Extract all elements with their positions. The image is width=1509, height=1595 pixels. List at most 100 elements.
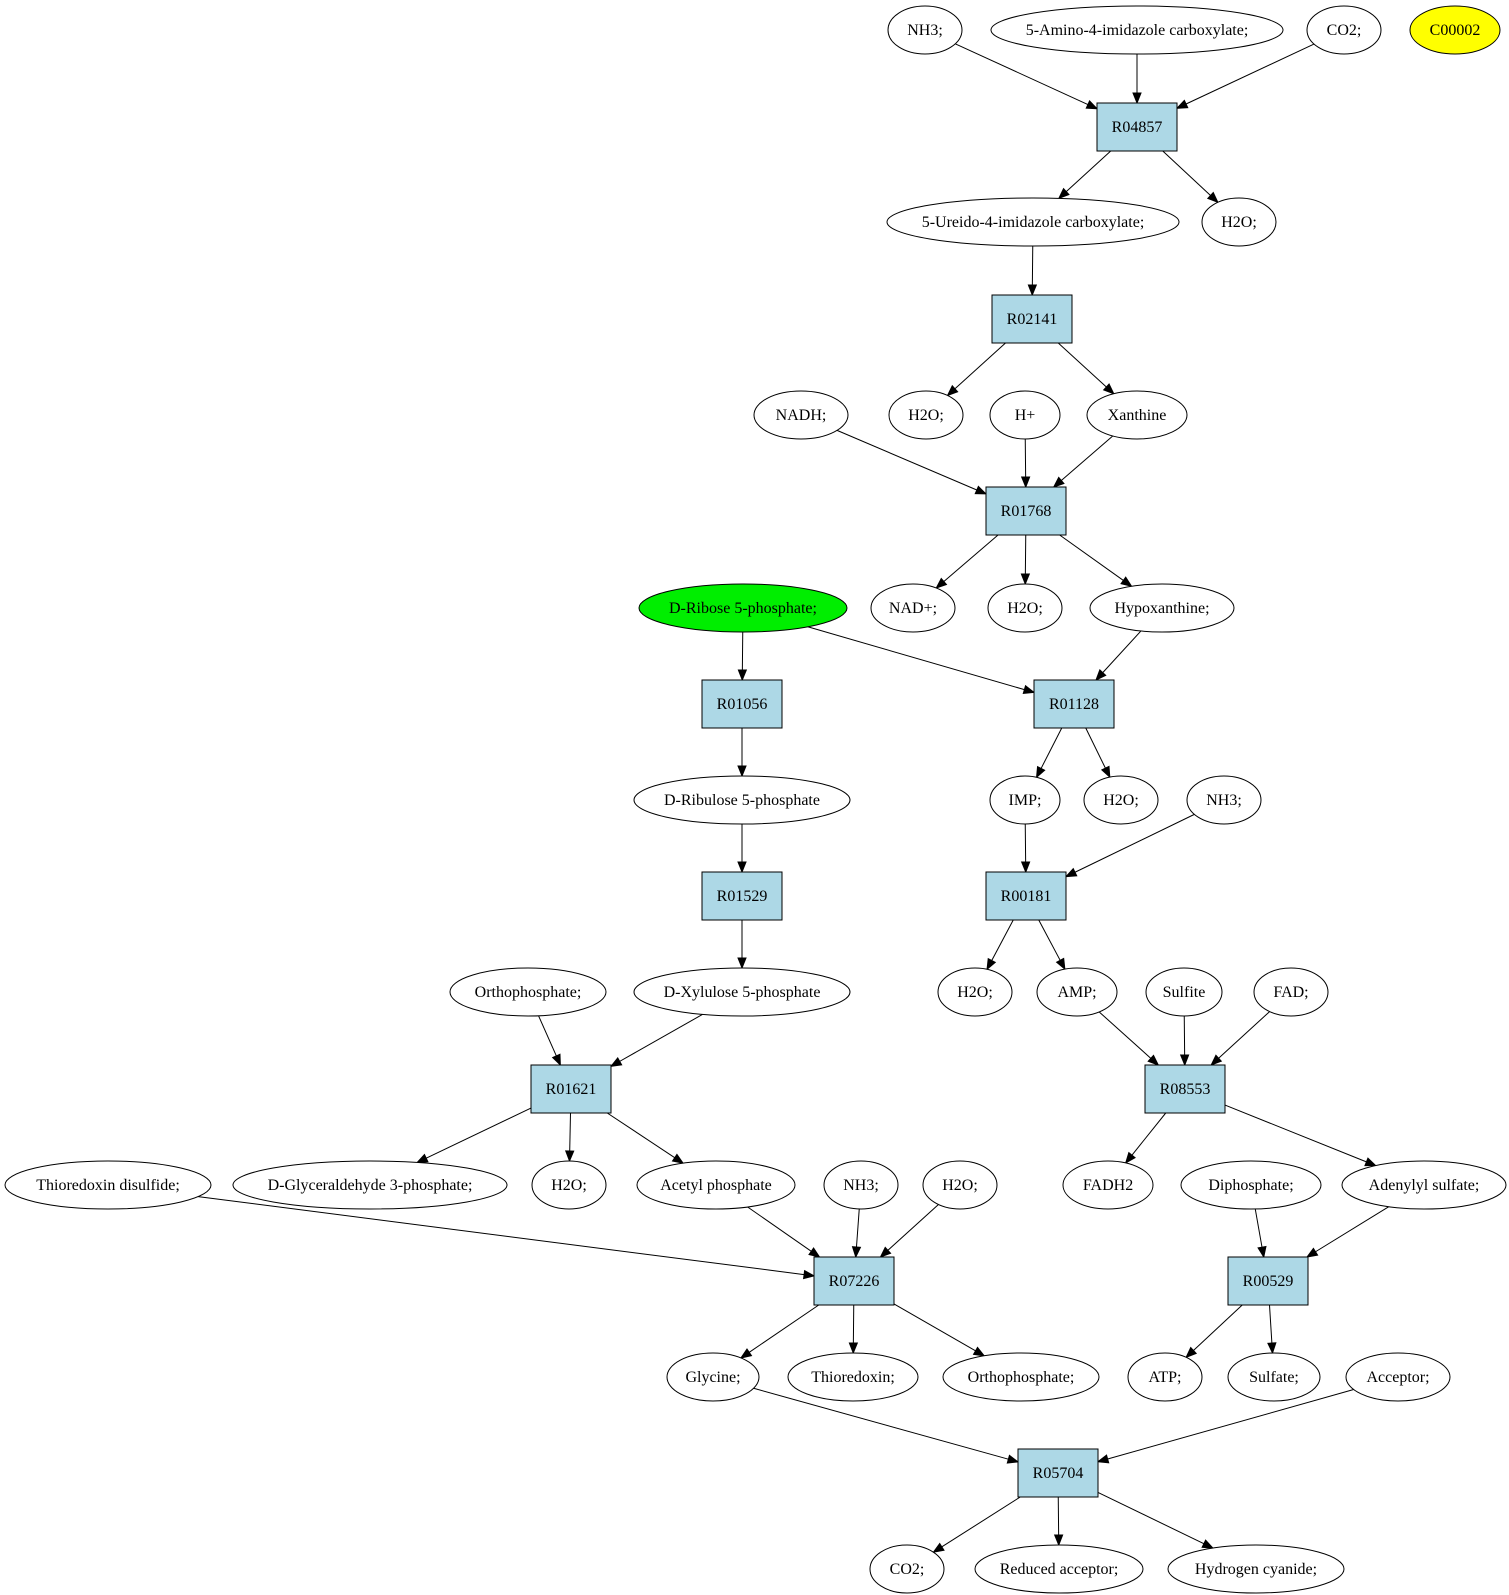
reaction-node-r01768[interactable]: R01768 xyxy=(985,486,1067,536)
edge-line xyxy=(1057,342,1107,388)
reaction-node-r04857[interactable]: R04857 xyxy=(1096,102,1178,152)
compound-node-orthophosphate_2[interactable]: Orthophosphate; xyxy=(942,1352,1100,1402)
arrowhead-icon xyxy=(1020,573,1031,586)
arrowhead-icon xyxy=(737,861,747,874)
compound-ellipse xyxy=(989,775,1061,825)
arrowhead-icon xyxy=(739,1348,753,1359)
reaction-node-r01056[interactable]: R01056 xyxy=(701,679,783,729)
compound-ellipse xyxy=(531,1160,607,1210)
reaction-node-r01621[interactable]: R01621 xyxy=(530,1064,612,1114)
compound-node-acceptor[interactable]: Acceptor; xyxy=(1345,1352,1451,1402)
edge-co2_top-to-r04857 xyxy=(1175,43,1315,109)
compound-ellipse xyxy=(633,967,851,1017)
compound-node-thioredoxin[interactable]: Thioredoxin; xyxy=(787,1352,919,1402)
compound-node-ribose5p[interactable]: D-Ribose 5-phosphate; xyxy=(638,583,848,633)
compound-node-diphosphate[interactable]: Diphosphate; xyxy=(1180,1160,1322,1210)
compound-node-xanthine[interactable]: Xanthine xyxy=(1086,390,1188,440)
node-layer: NH3; 5-Amino-4-imidazole carboxylate; CO2;… xyxy=(4,5,1507,1594)
arrowhead-icon xyxy=(1053,1534,1064,1547)
node-label: H2O; xyxy=(1221,214,1257,231)
compound-node-hydrogen_cyanide[interactable]: Hydrogen cyanide; xyxy=(1167,1544,1345,1594)
reaction-node-r02141[interactable]: R02141 xyxy=(991,294,1073,344)
compound-node-h2o_3[interactable]: H2O; xyxy=(987,583,1063,633)
compound-node-atp[interactable]: ATP; xyxy=(1127,1352,1203,1402)
reaction-node-r00529[interactable]: R00529 xyxy=(1227,1256,1309,1306)
compound-node-thioredoxin_disulfide[interactable]: Thioredoxin disulfide; xyxy=(4,1160,212,1210)
reaction-node-r05704[interactable]: R05704 xyxy=(1017,1448,1099,1498)
edge-line xyxy=(954,342,1006,390)
reaction-node-r00181[interactable]: R00181 xyxy=(985,871,1067,921)
edge-line xyxy=(1254,1208,1263,1248)
compound-node-co2_top[interactable]: CO2; xyxy=(1306,5,1382,55)
edge-r01768-to-h2o_3 xyxy=(1020,534,1031,586)
compound-node-aica[interactable]: 5-Amino-4-imidazole carboxylate; xyxy=(990,5,1284,55)
edge-nadh-to-r01768 xyxy=(836,429,988,495)
compound-node-sulfate[interactable]: Sulfate; xyxy=(1227,1352,1321,1402)
edge-line xyxy=(1193,1304,1243,1351)
arrowhead-icon xyxy=(609,1057,623,1067)
compound-node-nh3_low[interactable]: NH3; xyxy=(823,1160,899,1210)
node-label: Sulfate; xyxy=(1249,1369,1299,1386)
edge-r05704-to-hydrogen_cyanide xyxy=(1097,1491,1215,1549)
edge-r01621-to-glyceraldehyde3p xyxy=(415,1107,532,1164)
compound-node-xylulose5p[interactable]: D-Xylulose 5-phosphate xyxy=(633,967,851,1017)
compound-node-sulfite[interactable]: Sulfite xyxy=(1145,967,1223,1017)
edge-r00181-to-amp xyxy=(1038,919,1066,971)
compound-node-glyceraldehyde3p[interactable]: D-Glyceraldehyde 3-phosphate; xyxy=(232,1160,508,1210)
arrowhead-icon xyxy=(1364,1157,1377,1167)
compound-node-h2o_1[interactable]: H2O; xyxy=(1201,197,1277,247)
node-label: Orthophosphate; xyxy=(475,984,582,1001)
compound-node-h2o_2[interactable]: H2O; xyxy=(888,390,964,440)
edge-ribulose5p-to-r01529 xyxy=(737,824,747,874)
edge-nh3_top-to-r04857 xyxy=(955,43,1099,110)
compound-ellipse xyxy=(1227,1352,1321,1402)
compound-node-orthophosphate_1[interactable]: Orthophosphate; xyxy=(449,967,607,1017)
compound-node-hplus[interactable]: H+ xyxy=(989,390,1061,440)
edge-line xyxy=(425,1107,532,1159)
edge-r01056-to-ribulose5p xyxy=(737,728,747,778)
compound-node-h2o_4[interactable]: H2O; xyxy=(1083,775,1159,825)
compound-node-nadplus[interactable]: NAD+; xyxy=(870,583,956,633)
node-label: D-Ribulose 5-phosphate xyxy=(664,792,820,809)
compound-node-reduced_acceptor[interactable]: Reduced acceptor; xyxy=(974,1544,1144,1594)
edge-sulfite-to-r08553 xyxy=(1179,1015,1190,1067)
arrowhead-icon xyxy=(1201,1539,1215,1549)
node-label: R04857 xyxy=(1112,119,1163,136)
edge-r00529-to-sulfate xyxy=(1267,1304,1277,1355)
reaction-node-r07226[interactable]: R07226 xyxy=(813,1256,895,1306)
edge-r01128-to-h2o_4 xyxy=(1085,727,1111,779)
reaction-node-r08553[interactable]: R08553 xyxy=(1144,1064,1226,1114)
compound-node-hypoxanthine[interactable]: Hypoxanthine; xyxy=(1089,583,1235,633)
compound-node-amp[interactable]: AMP; xyxy=(1036,967,1118,1017)
edge-r08553-to-adenylyl_sulfate xyxy=(1224,1104,1377,1167)
compound-node-h2o_6[interactable]: H2O; xyxy=(531,1160,607,1210)
compound-ellipse xyxy=(888,390,964,440)
edge-xanthine-to-r01768 xyxy=(1052,435,1114,488)
compound-node-c00002[interactable]: C00002 xyxy=(1409,5,1501,55)
node-label: R01768 xyxy=(1001,503,1052,520)
compound-node-ribulose5p[interactable]: D-Ribulose 5-phosphate xyxy=(633,775,851,825)
compound-node-ureido[interactable]: 5-Ureido-4-imidazole carboxylate; xyxy=(886,197,1180,247)
compound-node-co2_bottom[interactable]: CO2; xyxy=(869,1544,945,1594)
edge-r00529-to-atp xyxy=(1185,1304,1243,1359)
compound-node-h2o_5[interactable]: H2O; xyxy=(937,967,1013,1017)
node-label: IMP; xyxy=(1009,792,1042,809)
compound-node-nh3_top[interactable]: NH3; xyxy=(887,5,963,55)
reaction-node-r01529[interactable]: R01529 xyxy=(701,871,783,921)
reaction-node-r01128[interactable]: R01128 xyxy=(1033,679,1115,729)
compound-node-fadh2[interactable]: FADH2 xyxy=(1062,1160,1154,1210)
compound-ellipse xyxy=(922,1160,998,1210)
compound-node-h2o_7[interactable]: H2O; xyxy=(922,1160,998,1210)
compound-ellipse xyxy=(1345,1352,1451,1402)
arrowhead-icon xyxy=(1257,1245,1267,1259)
compound-node-nadh[interactable]: NADH; xyxy=(753,390,849,440)
compound-node-adenylyl_sulfate[interactable]: Adenylyl sulfate; xyxy=(1341,1160,1507,1210)
compound-ellipse xyxy=(1167,1544,1345,1594)
reaction-box xyxy=(530,1064,612,1114)
node-label: NH3; xyxy=(1206,792,1242,809)
compound-node-acetyl_phosphate[interactable]: Acetyl phosphate xyxy=(636,1160,796,1210)
compound-node-nh3_mid[interactable]: NH3; xyxy=(1186,775,1262,825)
compound-node-fad[interactable]: FAD; xyxy=(1253,967,1329,1017)
compound-node-glycine[interactable]: Glycine; xyxy=(666,1352,760,1402)
compound-node-imp[interactable]: IMP; xyxy=(989,775,1061,825)
